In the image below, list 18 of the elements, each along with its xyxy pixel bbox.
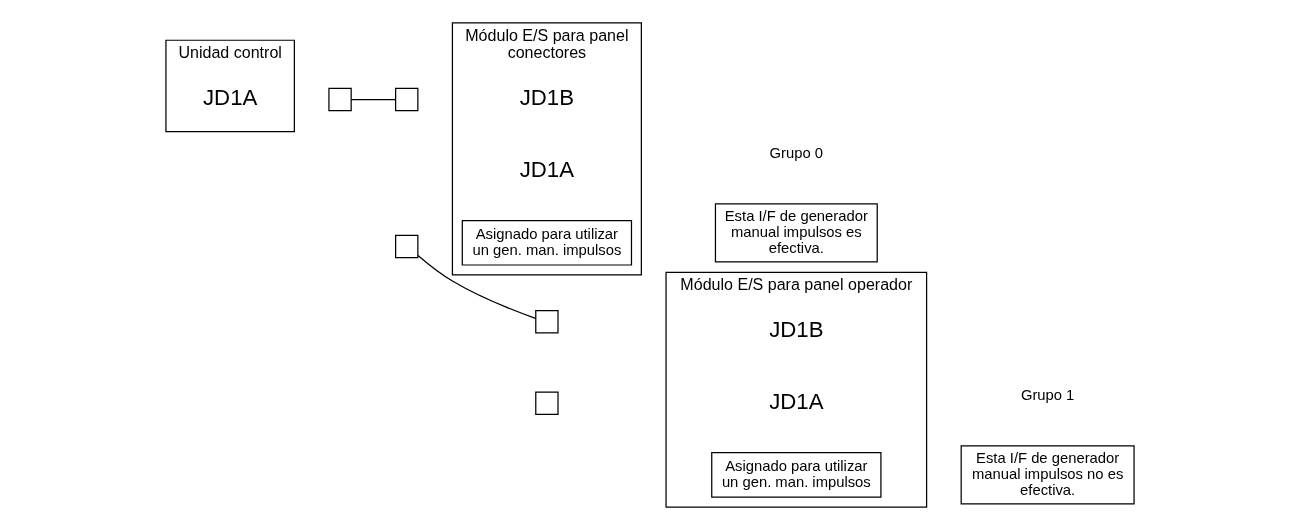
- node-box: [395, 87, 419, 112]
- node-box: Esta I/F de generador manual impulsos es efectiva.: [714, 203, 878, 263]
- node-label: Grupo 1: [1020, 386, 1075, 403]
- node-label: Grupo 0: [769, 144, 824, 161]
- connector: [417, 254, 537, 319]
- node-box: [328, 87, 352, 112]
- connector: [350, 98, 396, 101]
- node-box: [395, 234, 419, 259]
- node-text: JD1A: [769, 388, 824, 414]
- node-box: Asignado para utilizar un gen. man. impulsos: [461, 219, 633, 266]
- node-text: JD1B: [519, 84, 575, 110]
- node-text: JD1B: [769, 317, 824, 343]
- node-text: JD1A: [202, 84, 258, 110]
- node-text: JD1A: [519, 156, 575, 182]
- node-box: Asignado para utilizar un gen. man. impulsos: [711, 452, 882, 498]
- node-box: [535, 310, 559, 334]
- node-box: [535, 391, 559, 416]
- node-box: Esta I/F de generador manual impulsos no es efectiva.: [960, 445, 1135, 505]
